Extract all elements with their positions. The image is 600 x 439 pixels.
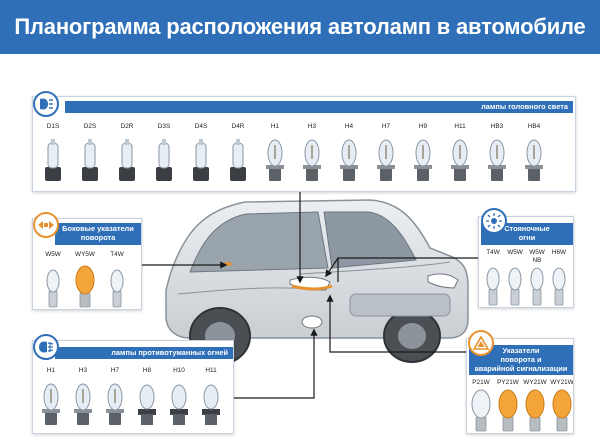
parking-lights-label-line1: Стояночные: [504, 224, 550, 233]
headlight-lamp-bulb: [301, 137, 323, 188]
turn-hazard-lamp-code: PY21W: [497, 379, 519, 386]
fog-lamp-bulb: [200, 381, 222, 432]
headlight-lamp-code: D1S: [46, 123, 60, 130]
turn-hazard-lamp-code: WY21W: [550, 379, 574, 386]
parking-light-icon: [481, 208, 507, 234]
headlight-lamp-code: D2S: [83, 123, 97, 130]
fog-lamp-bulb: [136, 381, 158, 432]
turn-hazard-lamp-code: WY21W: [523, 379, 547, 386]
parking-lamp-code: H6W: [551, 249, 567, 256]
turn-hazard-lamp-bulb: [524, 387, 546, 433]
parking-lamp-bulb: [526, 261, 548, 307]
turn-hazard-label: Указатели поворота и аварийной сигнализа…: [469, 345, 573, 375]
headlight-lamp-code: HB3: [490, 123, 504, 130]
turn-hazard-lamp-bulb: [551, 387, 573, 433]
side-indicator-lamp-code: WY5W: [75, 251, 95, 258]
headlights-panel: лампы головного света D1S D2S D2R D3S D4S D4R…: [32, 96, 576, 192]
headlight-lamp-code: H7: [381, 123, 391, 130]
headlight-lamp-code: H3: [307, 123, 317, 130]
turn-hazard-label-line2: поворота и: [500, 355, 542, 364]
parking-lights-label-line2: огни: [518, 233, 536, 242]
headlight-lamp-bulb: [190, 137, 212, 188]
headlight-lamp-code: H1: [270, 123, 280, 130]
parking-lamp-note: NB: [532, 257, 542, 264]
turn-hazard-lamp-bulb: [470, 387, 492, 433]
headlight-lamp-bulb: [412, 137, 434, 188]
page-title: Планограмма расположения автоламп в авто…: [14, 14, 586, 39]
fog-lamp-code: H1: [46, 367, 56, 374]
headlights-label: лампы головного света: [65, 101, 573, 113]
headlight-lamp-bulb: [449, 137, 471, 188]
parking-lamp-bulb: [504, 261, 526, 307]
fog-lamp-bulb: [168, 381, 190, 432]
fog-lights-label: лампы противотуманных огней: [55, 347, 233, 359]
side-indicators-label-line1: Боковые указатели: [62, 224, 134, 233]
headlight-lamp-bulb: [116, 137, 138, 188]
headlight-lamp-bulb: [338, 137, 360, 188]
fog-lamp-code: H3: [78, 367, 88, 374]
turn-hazard-lamp-code: P21W: [472, 379, 490, 386]
headlight-lamp-bulb: [79, 137, 101, 188]
car-illustration: [165, 199, 469, 365]
fog-lamp-code: H10: [173, 367, 185, 374]
headlight-lamp-bulb: [523, 137, 545, 188]
side-indicator-lamp-bulb: [106, 263, 128, 309]
header-bar: Планограмма расположения автоламп в авто…: [0, 0, 600, 54]
parking-lamp-code: W5W: [507, 249, 523, 256]
turn-hazard-label-line3: аварийной сигнализации: [474, 364, 568, 373]
parking-lamp-code: W5W: [529, 249, 545, 256]
headlight-lamp-code: H11: [454, 123, 466, 130]
turn-hazard-label-line1: Указатели: [502, 346, 540, 355]
headlight-lamp-bulb: [42, 137, 64, 188]
side-indicator-lamp-code: T4W: [110, 251, 124, 258]
fog-lights-panel: лампы противотуманных огней H1 H3 H7 H8 H10 H…: [32, 340, 234, 434]
parking-lamp-bulb: [482, 261, 504, 307]
turn-signal-icon: [33, 212, 59, 238]
side-indicator-lamp-bulb: [42, 263, 64, 309]
headlight-lamp-code: H9: [418, 123, 428, 130]
headlight-lamp-bulb: [153, 137, 175, 188]
headlight-icon: [33, 91, 59, 117]
fog-lamp-bulb: [104, 381, 126, 432]
side-indicator-lamp-bulb: [74, 263, 96, 309]
headlight-lamp-bulb: [486, 137, 508, 188]
fog-lamp-code: H11: [205, 367, 217, 374]
headlight-lamp-code: D4R: [231, 123, 245, 130]
parking-lamp-code: T4W: [486, 249, 500, 256]
headlight-lamp-code: D4S: [194, 123, 208, 130]
hazard-icon: [468, 330, 494, 356]
headlight-lamp-code: H4: [344, 123, 354, 130]
headlight-lamp-bulb: [264, 137, 286, 188]
fog-lamp-bulb: [40, 381, 62, 432]
fog-lamp-code: H7: [110, 367, 120, 374]
headlight-lamp-code: HB4: [527, 123, 541, 130]
headlight-lamp-bulb: [227, 137, 249, 188]
headlight-lamp-bulb: [375, 137, 397, 188]
side-indicators-label: Боковые указатели поворота: [55, 223, 141, 245]
turn-hazard-lamp-bulb: [497, 387, 519, 433]
fog-lamp-code: H8: [142, 367, 152, 374]
side-indicators-label-line2: поворота: [80, 233, 116, 242]
headlight-lamp-code: D2R: [120, 123, 134, 130]
headlight-lamp-code: D3S: [157, 123, 171, 130]
side-indicator-lamp-code: W5W: [45, 251, 61, 258]
parking-lamp-bulb: [548, 261, 570, 307]
fog-light-icon: [33, 334, 59, 360]
fog-lamp-bulb: [72, 381, 94, 432]
